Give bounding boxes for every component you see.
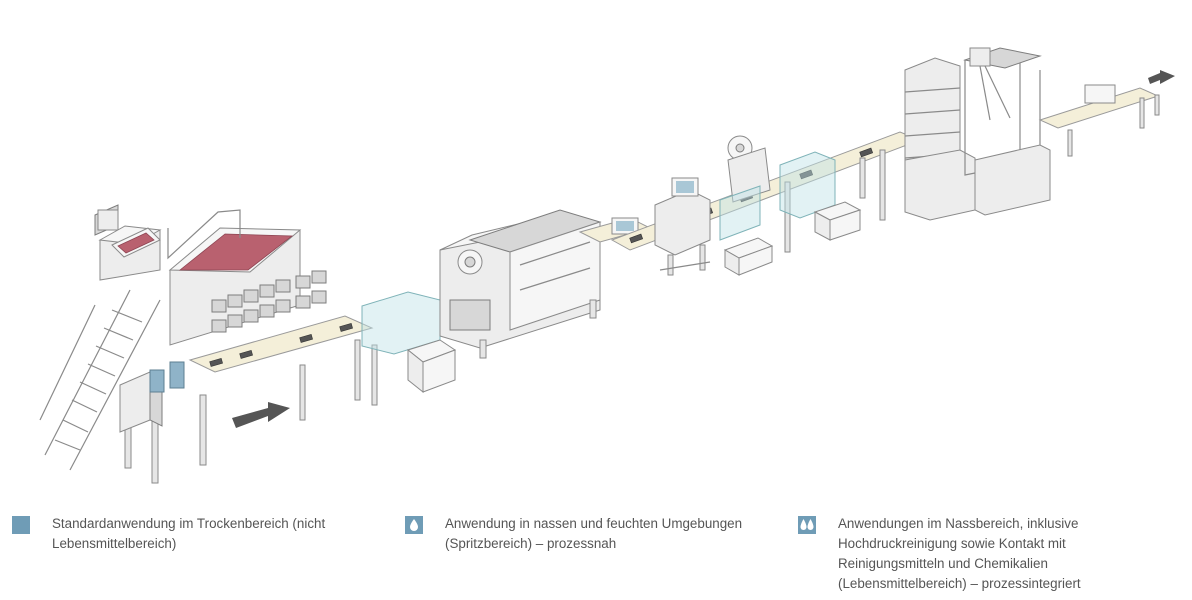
legend-line: Standardanwendung im Trockenbereich (nic… — [52, 516, 326, 531]
checkweigher — [654, 177, 711, 276]
legend-text-washdown: Anwendungen im Nassbereich, inklusive Ho… — [838, 514, 1081, 594]
legend-text-wet: Anwendung in nassen und feuchten Umgebun… — [445, 514, 742, 554]
transfer-station-1 — [361, 291, 457, 394]
legend-line: Lebensmittelbereich) — [52, 536, 177, 551]
labeller — [719, 135, 774, 276]
droplet-icon — [405, 516, 423, 534]
legend-item-wet: Anwendung in nassen und feuchten Umgebun… — [405, 514, 742, 554]
transfer-station-2 — [779, 151, 862, 241]
outfeed-arrow — [1148, 70, 1175, 84]
legend-item-washdown: Anwendungen im Nassbereich, inklusive Ho… — [798, 514, 1081, 594]
legend-item-dry: Standardanwendung im Trockenbereich (nic… — [12, 514, 325, 554]
legend-line: Anwendungen im Nassbereich, inklusive — [838, 516, 1079, 531]
legend-line: Hochdruckreinigung sowie Kontakt mit — [838, 536, 1066, 551]
legend-line: (Spritzbereich) – prozessnah — [445, 536, 617, 551]
multihead-weigher — [39, 204, 378, 484]
robot-cell — [904, 47, 1175, 221]
legend-text-dry: Standardanwendung im Trockenbereich (nic… — [52, 514, 325, 554]
access-stairs — [39, 289, 161, 471]
square-icon — [12, 516, 30, 534]
flow-wrapper — [439, 209, 652, 359]
legend-line: (Lebensmittelbereich) – prozessintegrier… — [838, 576, 1081, 591]
legend-line: Anwendung in nassen und feuchten Umgebun… — [445, 516, 743, 531]
infeed-arrow — [232, 402, 290, 428]
production-line-illustration: .m { fill:#ededed; stroke:#8a8a8a; strok… — [39, 47, 1175, 484]
double-droplet-icon — [798, 516, 816, 534]
legend-line: Reinigungsmitteln und Chemikalien — [838, 556, 1048, 571]
